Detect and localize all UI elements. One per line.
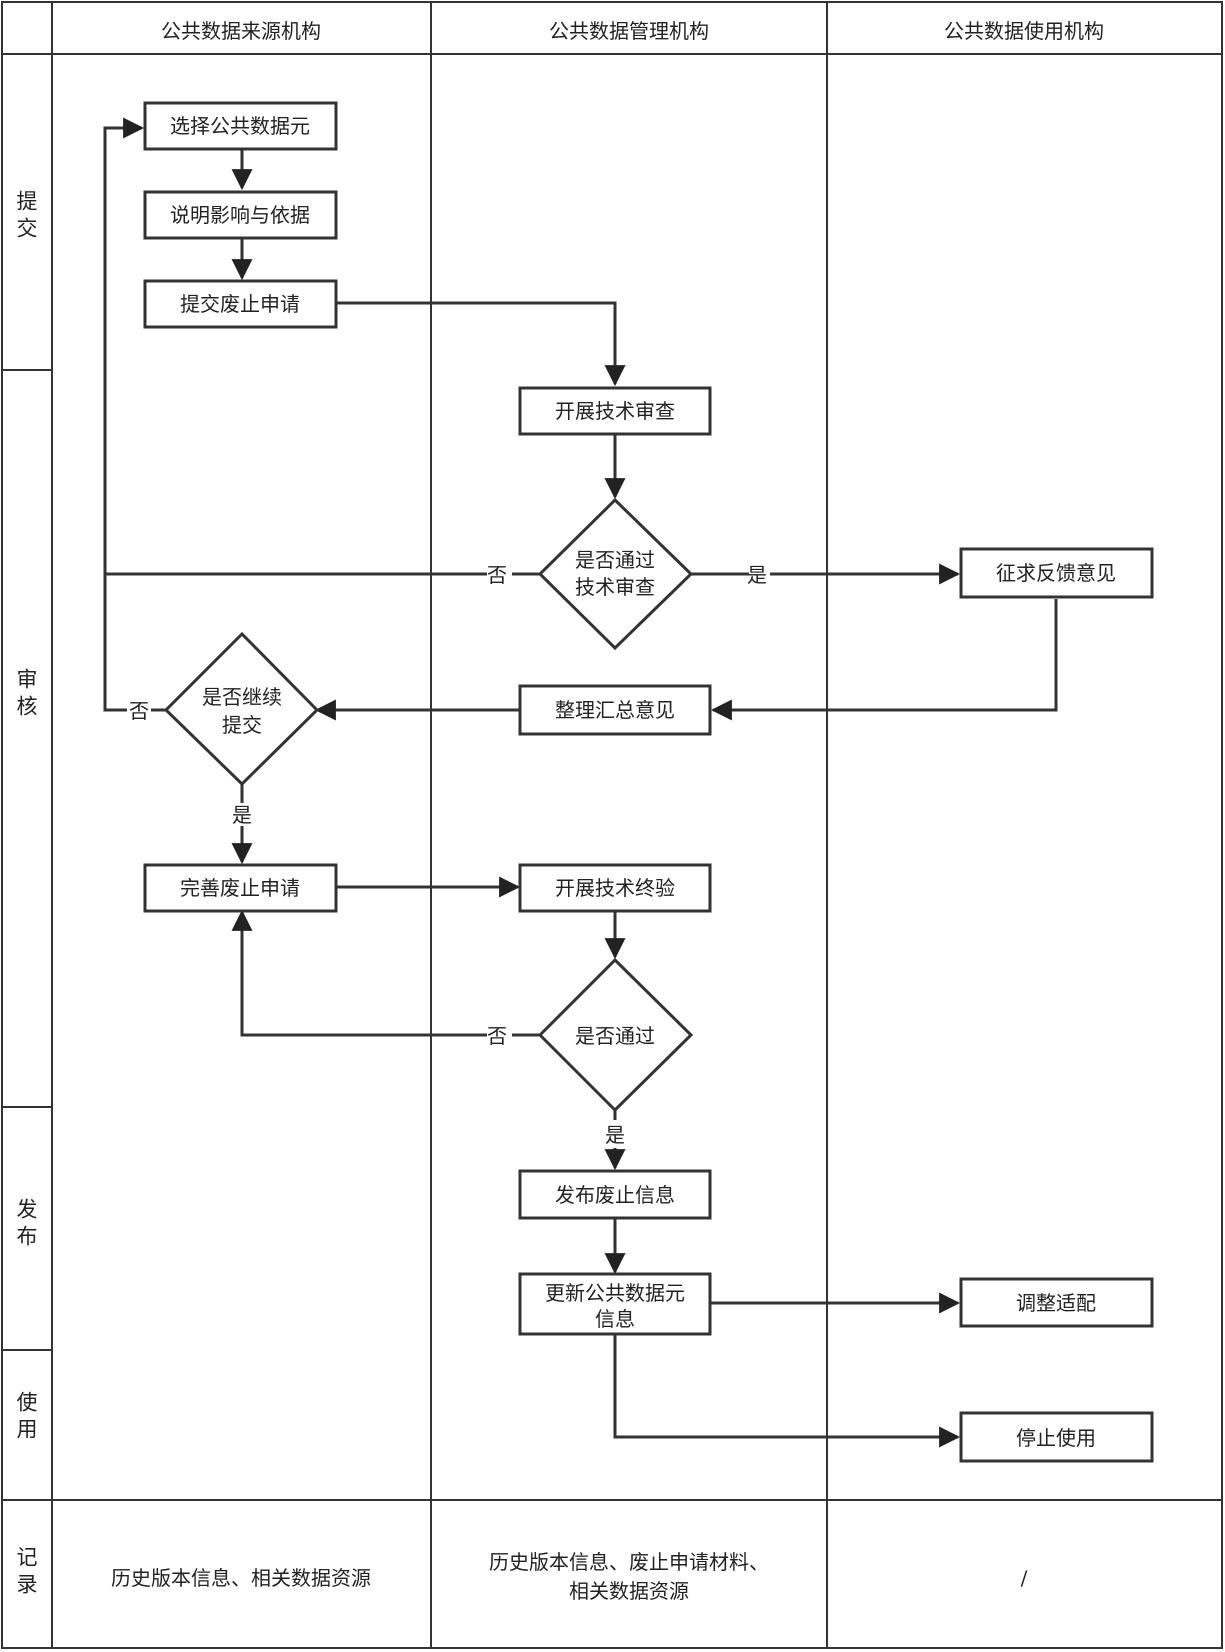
header-use: 公共数据使用机构 bbox=[944, 19, 1104, 43]
header-manage: 公共数据管理机构 bbox=[549, 19, 709, 43]
node-submit-box bbox=[143, 279, 338, 329]
node-feedback-box bbox=[959, 547, 1154, 599]
node-continue-label-1: 是否继续 bbox=[202, 685, 282, 709]
node-review-box bbox=[518, 386, 712, 436]
edge-pass-no-b bbox=[103, 117, 487, 576]
node-pass-review-diamond bbox=[537, 497, 694, 651]
node-stop-box bbox=[959, 1411, 1154, 1463]
node-continue-diamond bbox=[163, 631, 320, 787]
node-final-label: 开展技术终验 bbox=[555, 876, 675, 900]
node-update-label-2: 信息 bbox=[595, 1307, 635, 1331]
node-explain-label: 说明影响与依据 bbox=[170, 203, 310, 227]
node-adjust-box bbox=[959, 1277, 1154, 1328]
node-pass-review-label-1: 是否通过 bbox=[575, 548, 655, 572]
header-source: 公共数据来源机构 bbox=[161, 19, 321, 43]
node-explain-box bbox=[143, 190, 338, 240]
node-review-label: 开展技术审查 bbox=[555, 399, 675, 423]
node-improve-box bbox=[143, 863, 338, 913]
phase-record: 记录 bbox=[17, 1546, 38, 1597]
node-publish-label: 发布废止信息 bbox=[555, 1183, 675, 1207]
edge-update-stop bbox=[613, 1334, 961, 1448]
node-summary-box bbox=[518, 684, 712, 736]
phase-review: 审核 bbox=[17, 668, 38, 719]
node-pass-label: 是否通过 bbox=[575, 1024, 655, 1048]
node-update-box bbox=[518, 1272, 712, 1336]
edge-label-no-2: 否 bbox=[129, 699, 149, 723]
edge-label-yes-2: 是 bbox=[232, 803, 252, 827]
node-summary-label: 整理汇总意见 bbox=[555, 698, 675, 722]
node-feedback-label: 征求反馈意见 bbox=[996, 561, 1116, 585]
node-submit-label: 提交废止申请 bbox=[180, 292, 300, 316]
node-stop-label: 停止使用 bbox=[1016, 1426, 1096, 1450]
record-use: / bbox=[1021, 1566, 1028, 1590]
node-select-label: 选择公共数据元 bbox=[170, 114, 310, 138]
connectors bbox=[103, 117, 1058, 1448]
record-manage-2: 相关数据资源 bbox=[569, 1579, 689, 1603]
edge-label-no-1: 否 bbox=[487, 563, 507, 587]
node-update-label-1: 更新公共数据元 bbox=[545, 1281, 685, 1305]
node-publish-box bbox=[518, 1169, 712, 1220]
edge-feedback-summary bbox=[710, 599, 1058, 721]
edge-submit-review bbox=[336, 301, 626, 387]
phase-submit: 提交 bbox=[17, 190, 38, 241]
process-nodes bbox=[143, 101, 1154, 1463]
node-continue-label-2: 提交 bbox=[222, 713, 262, 737]
edge-continue-no-b bbox=[103, 574, 127, 712]
phase-publish: 发布 bbox=[17, 1198, 38, 1249]
record-source: 历史版本信息、相关数据资源 bbox=[111, 1566, 371, 1590]
node-adjust-label: 调整适配 bbox=[1016, 1291, 1096, 1315]
node-pass-review-label-2: 技术审查 bbox=[575, 575, 655, 599]
phase-use: 使用 bbox=[17, 1391, 38, 1442]
node-pass-diamond bbox=[537, 957, 694, 1113]
edge-label-no-3: 否 bbox=[487, 1024, 507, 1048]
edge-label-yes-1: 是 bbox=[747, 563, 767, 587]
decision-nodes bbox=[163, 497, 694, 1113]
node-improve-label: 完善废止申请 bbox=[180, 876, 300, 900]
record-manage-1: 历史版本信息、废止申请材料、 bbox=[489, 1550, 769, 1574]
edge-pass2-no-b bbox=[231, 909, 487, 1037]
edge-label-yes-3: 是 bbox=[605, 1123, 625, 1147]
node-select-box bbox=[143, 101, 338, 151]
node-final-box bbox=[518, 863, 712, 913]
